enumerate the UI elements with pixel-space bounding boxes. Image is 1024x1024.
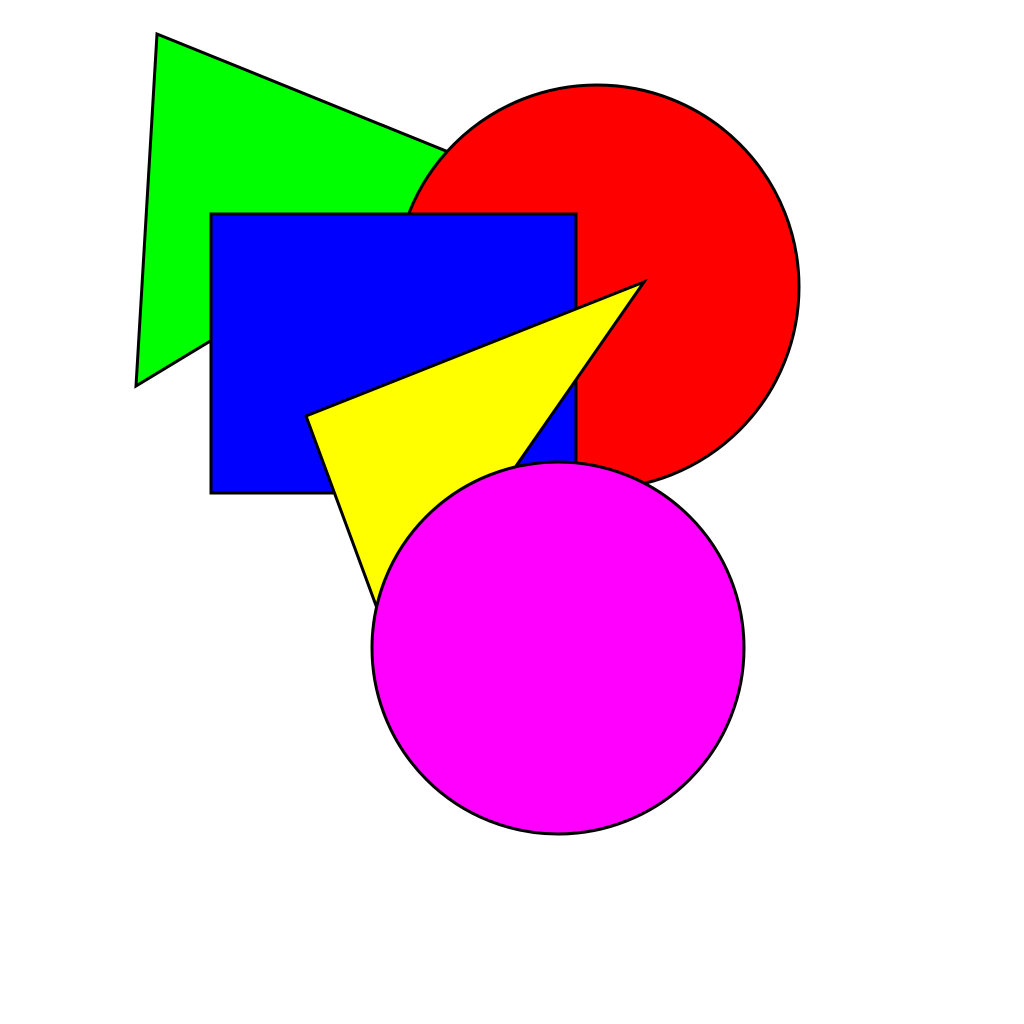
- yellow-triangle: [304, 278, 649, 650]
- magenta-circle: [370, 460, 746, 836]
